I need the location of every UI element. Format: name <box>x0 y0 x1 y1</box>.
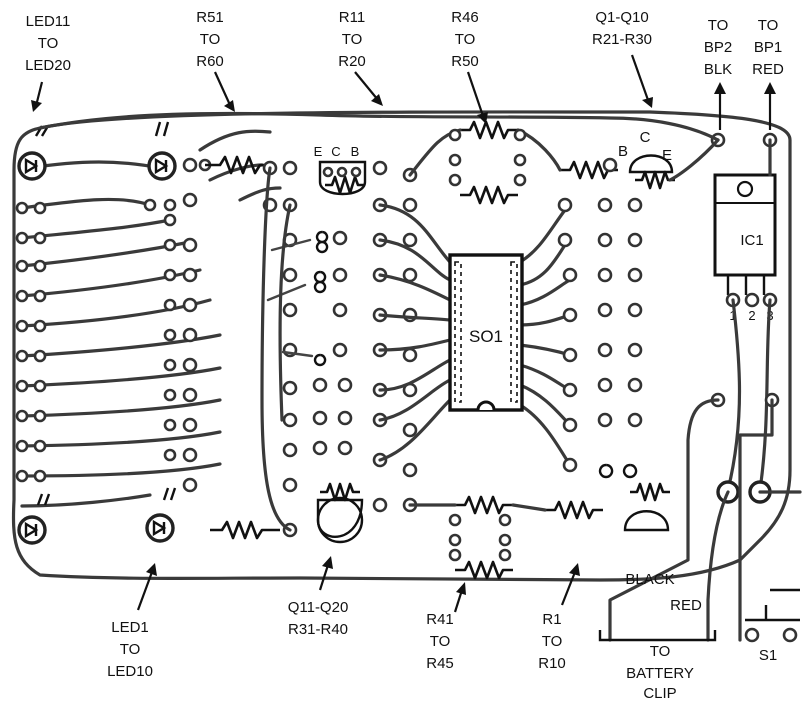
svg-text:Q11-Q20: Q11-Q20 <box>288 599 349 616</box>
svg-text:R51: R51 <box>196 9 224 26</box>
transistor-top-right <box>628 154 674 174</box>
regulator-ic1: IC1 1 2 3 <box>713 173 778 323</box>
label-arrows <box>31 54 776 613</box>
center-left-pads <box>262 160 418 538</box>
svg-text:BLK: BLK <box>704 61 732 78</box>
label-s1: S1 <box>759 647 777 664</box>
svg-text:R21-R30: R21-R30 <box>592 31 652 48</box>
resistor-q1 <box>560 160 618 180</box>
resistor-r41-top <box>455 495 513 515</box>
svg-text:B: B <box>351 144 360 159</box>
svg-text:R20: R20 <box>338 53 366 70</box>
svg-text:BP2: BP2 <box>704 39 732 56</box>
svg-text:TO: TO <box>200 31 221 48</box>
svg-text:R1: R1 <box>542 611 561 628</box>
svg-text:BP1: BP1 <box>754 39 782 56</box>
svg-text:R60: R60 <box>196 53 224 70</box>
label-black-wire: BLACK <box>625 571 674 588</box>
svg-text:LED1: LED1 <box>111 619 149 636</box>
svg-text:TO: TO <box>650 643 671 660</box>
label-q1-q10: Q1-Q10 R21-R30 <box>592 9 652 48</box>
left-pad-grid <box>15 157 212 493</box>
svg-text:CLIP: CLIP <box>643 685 676 702</box>
resistor-r51 <box>205 155 275 175</box>
resistor-top-left-trans <box>325 175 365 195</box>
label-r51: R51 TO R60 <box>196 9 224 70</box>
svg-text:TO: TO <box>342 31 363 48</box>
svg-text:R41: R41 <box>426 611 454 628</box>
resistor-bottom-left-trans <box>320 482 360 502</box>
label-r11: R11 TO R20 <box>338 9 366 70</box>
top-traces <box>38 111 720 142</box>
resistor-r46-bottom <box>460 185 518 205</box>
svg-text:TO: TO <box>120 641 141 658</box>
svg-text:R50: R50 <box>451 53 479 70</box>
svg-text:RED: RED <box>752 61 784 78</box>
center-right-pads <box>448 128 643 562</box>
jumper-marks <box>266 230 638 479</box>
led-bottom-second <box>145 487 177 543</box>
resistor-r41-bottom <box>455 560 513 580</box>
so1-label: SO1 <box>469 327 503 346</box>
svg-text:TO: TO <box>758 17 779 34</box>
label-battery-clip: TO BATTERY CLIP <box>626 643 694 702</box>
svg-text:TO: TO <box>430 633 451 650</box>
transistor-bottom-left <box>316 496 364 544</box>
svg-text:R10: R10 <box>538 655 566 672</box>
svg-text:LED11: LED11 <box>26 13 71 30</box>
label-q11-q20: Q11-Q20 R31-R40 <box>288 599 349 638</box>
svg-text:C: C <box>331 144 340 159</box>
label-transistor-top-right-pins: B C E <box>618 129 672 164</box>
svg-text:R31-R40: R31-R40 <box>288 621 348 638</box>
label-transistor-top-left-pins: E C B <box>314 144 360 159</box>
label-red-wire: RED <box>670 597 702 614</box>
svg-text:R45: R45 <box>426 655 454 672</box>
transistor-bottom-right <box>623 510 670 532</box>
board-outline <box>11 110 792 582</box>
socket-so1: SO1 <box>448 253 524 412</box>
led-traces-left <box>20 129 282 508</box>
led-bottom-left <box>17 493 51 545</box>
svg-text:LED20: LED20 <box>25 57 71 74</box>
label-bp2: TO BP2 BLK <box>704 17 732 78</box>
svg-text:E: E <box>662 147 672 164</box>
label-r1: R1 TO R10 <box>538 611 566 672</box>
transistor-top-left <box>318 160 367 196</box>
led-top-second <box>147 121 177 181</box>
center-traces <box>260 128 572 532</box>
resistor-bottom-right-trans <box>630 482 670 502</box>
svg-text:TO: TO <box>708 17 729 34</box>
svg-text:TO: TO <box>455 31 476 48</box>
svg-text:LED10: LED10 <box>107 663 153 680</box>
svg-text:R46: R46 <box>451 9 479 26</box>
resistor-r1 <box>545 500 603 520</box>
svg-text:R11: R11 <box>339 9 365 26</box>
svg-text:B: B <box>618 143 628 160</box>
svg-text:Q1-Q10: Q1-Q10 <box>595 9 648 26</box>
power-wires <box>598 132 802 643</box>
ic1-pin-1: 1 <box>729 308 736 323</box>
label-led11: LED11 TO LED20 <box>25 13 71 74</box>
label-r41: R41 TO R45 <box>426 611 454 672</box>
label-led1: LED1 TO LED10 <box>107 619 153 680</box>
label-r46: R46 TO R50 <box>451 9 479 70</box>
label-bp1: TO BP1 RED <box>752 17 784 78</box>
ic1-label: IC1 <box>740 232 763 249</box>
resistor-led1 <box>210 520 280 540</box>
svg-text:TO: TO <box>38 35 59 52</box>
svg-text:TO: TO <box>542 633 563 650</box>
ic1-pin-2: 2 <box>748 308 755 323</box>
svg-text:E: E <box>314 144 323 159</box>
resistor-r46-top <box>460 120 518 140</box>
svg-text:C: C <box>640 129 651 146</box>
svg-text:BATTERY: BATTERY <box>626 665 694 682</box>
